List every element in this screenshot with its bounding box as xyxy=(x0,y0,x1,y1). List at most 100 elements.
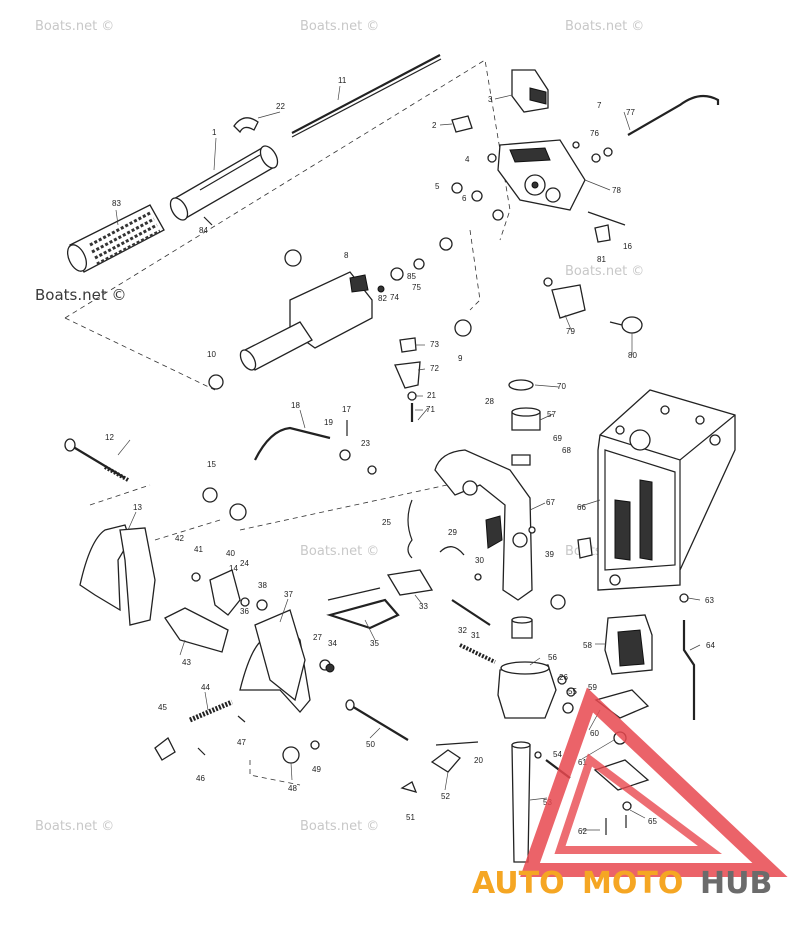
callout: 16 xyxy=(623,242,632,251)
tiller-handle-assembly xyxy=(66,54,720,273)
callout: 70 xyxy=(557,382,566,391)
callout: 65 xyxy=(648,817,657,826)
callout: 43 xyxy=(182,658,191,667)
link-rod xyxy=(627,94,720,136)
washer xyxy=(413,258,425,270)
bracket-clip xyxy=(399,337,417,353)
callout: 42 xyxy=(175,534,184,543)
spring-clip xyxy=(439,546,465,556)
spring xyxy=(189,699,233,723)
callout: 64 xyxy=(706,641,715,650)
knob xyxy=(577,537,593,559)
callout: 34 xyxy=(328,639,337,648)
screw xyxy=(407,391,417,401)
callout: 55 xyxy=(568,687,577,696)
watermark: Boats.net © xyxy=(565,19,644,34)
tilt-linkage xyxy=(254,420,496,793)
callout: 47 xyxy=(237,738,246,747)
ring xyxy=(508,379,534,391)
callout: 17 xyxy=(342,405,351,414)
inner-triangle-icon xyxy=(554,753,722,854)
callout: 85 xyxy=(407,272,416,281)
callout: 22 xyxy=(276,102,285,111)
callout: 71 xyxy=(426,405,435,414)
callout: 38 xyxy=(258,581,267,590)
bracket xyxy=(394,361,421,389)
callout: 8 xyxy=(344,251,349,260)
pin xyxy=(310,740,320,750)
rubber-block xyxy=(164,607,229,653)
callout: 78 xyxy=(612,186,621,195)
water-pump-parts xyxy=(593,614,653,835)
screw xyxy=(572,141,580,149)
tilt-lock xyxy=(209,569,241,616)
callout: 5 xyxy=(435,182,440,191)
mount-plate xyxy=(593,759,650,791)
callout: 31 xyxy=(471,631,480,640)
callout: 33 xyxy=(419,602,428,611)
callout: 50 xyxy=(366,740,375,749)
clip xyxy=(233,117,259,134)
nut xyxy=(439,237,453,251)
nut xyxy=(591,153,601,163)
shaft xyxy=(451,599,491,626)
callout: 27 xyxy=(313,633,322,642)
drive-shaft-housing xyxy=(597,389,736,720)
cap xyxy=(451,115,473,133)
callout: 82 xyxy=(378,294,387,303)
callout: 29 xyxy=(448,528,457,537)
callout: 4 xyxy=(465,155,470,164)
watermarks: Boats.net © Boats.net © Boats.net © Boat… xyxy=(35,19,644,834)
callout: 48 xyxy=(288,784,297,793)
callout: 84 xyxy=(199,226,208,235)
watermark-bold: Boats.net © xyxy=(35,286,127,304)
callout-labels: 1 2 3 4 5 6 7 8 9 10 11 12 13 14 15 16 1… xyxy=(105,76,715,836)
spring xyxy=(407,499,413,559)
callout: 54 xyxy=(553,750,562,759)
callout: 58 xyxy=(583,641,592,650)
through-bolt xyxy=(69,444,126,479)
throttle-lever xyxy=(551,284,586,319)
callout: 62 xyxy=(578,827,587,836)
callout: 59 xyxy=(588,683,597,692)
callout: 56 xyxy=(548,653,557,662)
callout: 63 xyxy=(705,596,714,605)
assembly-outlines xyxy=(64,59,511,786)
lever xyxy=(430,749,461,773)
callout: 1 xyxy=(212,128,217,137)
washer xyxy=(282,746,300,764)
swivel-bracket-left xyxy=(64,438,335,764)
steering-tube xyxy=(511,744,531,863)
callout: 83 xyxy=(112,199,121,208)
callout: 24 xyxy=(240,559,249,568)
logo-text-hub: HUB xyxy=(700,866,772,901)
callout: 21 xyxy=(427,391,436,400)
callout: 12 xyxy=(105,433,114,442)
grip-tube xyxy=(169,145,279,221)
throttle-knob xyxy=(621,316,643,334)
shift-rod xyxy=(682,620,696,720)
bolt xyxy=(459,643,496,664)
washer xyxy=(284,249,302,267)
callout: 32 xyxy=(458,626,467,635)
tilt-handle xyxy=(326,598,400,630)
swivel-bracket xyxy=(434,379,593,863)
callout: 20 xyxy=(474,756,483,765)
rubber-grip xyxy=(66,204,165,273)
callout: 11 xyxy=(338,76,347,85)
callout: 39 xyxy=(545,550,554,559)
screw xyxy=(377,285,385,293)
screw xyxy=(594,224,611,243)
callout: 7 xyxy=(597,101,602,110)
washer xyxy=(202,487,218,503)
callout: 3 xyxy=(488,95,493,104)
callout: 15 xyxy=(207,460,216,469)
bolt xyxy=(487,153,497,163)
watermark: Boats.net © xyxy=(35,19,114,34)
callout: 81 xyxy=(597,255,606,264)
o-ring xyxy=(208,374,224,390)
callout: 9 xyxy=(458,354,463,363)
callout: 37 xyxy=(284,590,293,599)
callout: 61 xyxy=(578,758,587,767)
